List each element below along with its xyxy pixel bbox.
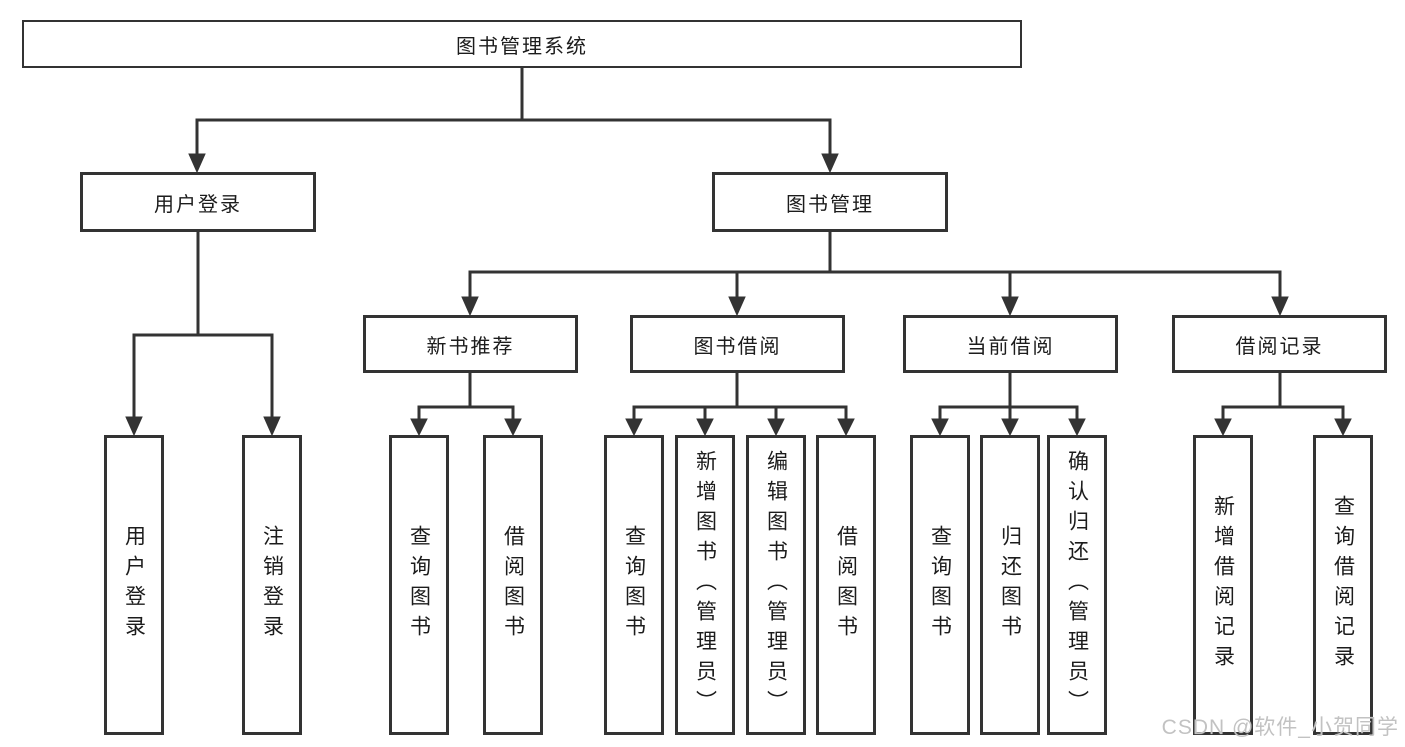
leaf-edit-book-admin: 编辑图书（管理员） <box>746 435 806 735</box>
node-book-borrow: 图书借阅 <box>630 315 845 373</box>
leaf-query-books-borrow: 查询图书 <box>604 435 664 735</box>
node-book-management-label: 图书管理 <box>786 193 874 216</box>
leaf-logout-login-label: 注销登录 <box>260 525 284 645</box>
node-root-label: 图书管理系统 <box>456 35 588 58</box>
leaf-confirm-return-admin-label: 确认归还（管理员） <box>1065 450 1089 720</box>
node-book-management: 图书管理 <box>712 172 948 232</box>
leaf-query-books-current-label: 查询图书 <box>928 525 952 645</box>
leaf-logout-login: 注销登录 <box>242 435 302 735</box>
node-current-borrow: 当前借阅 <box>903 315 1118 373</box>
leaf-query-books-recommend: 查询图书 <box>389 435 449 735</box>
csdn-watermark: CSDN @软件_小贺同学 <box>1161 716 1399 739</box>
node-borrow-records: 借阅记录 <box>1172 315 1387 373</box>
leaf-add-book-admin-label: 新增图书（管理员） <box>693 450 717 720</box>
leaf-query-borrow-record: 查询借阅记录 <box>1313 435 1373 735</box>
node-borrow-records-label: 借阅记录 <box>1235 335 1324 358</box>
leaf-add-book-admin: 新增图书（管理员） <box>675 435 735 735</box>
leaf-borrow-books: 借阅图书 <box>816 435 876 735</box>
leaf-query-books-recommend-label: 查询图书 <box>407 525 431 645</box>
leaf-borrow-books-recommend: 借阅图书 <box>483 435 543 735</box>
node-user-login-label: 用户登录 <box>154 193 242 216</box>
leaf-add-borrow-record: 新增借阅记录 <box>1193 435 1253 735</box>
leaf-add-borrow-record-label: 新增借阅记录 <box>1211 495 1235 675</box>
node-new-book-recommend-label: 新书推荐 <box>426 335 515 358</box>
leaf-return-book-label: 归还图书 <box>998 525 1022 645</box>
leaf-borrow-books-recommend-label: 借阅图书 <box>501 525 525 645</box>
leaf-query-books-borrow-label: 查询图书 <box>622 525 646 645</box>
node-current-borrow-label: 当前借阅 <box>966 335 1055 358</box>
leaf-return-book: 归还图书 <box>980 435 1040 735</box>
leaf-query-borrow-record-label: 查询借阅记录 <box>1331 495 1355 675</box>
node-root: 图书管理系统 <box>22 20 1022 68</box>
node-book-borrow-label: 图书借阅 <box>693 335 782 358</box>
leaf-borrow-books-label: 借阅图书 <box>834 525 858 645</box>
node-user-login: 用户登录 <box>80 172 316 232</box>
leaf-user-login-label: 用户登录 <box>122 525 146 645</box>
leaf-confirm-return-admin: 确认归还（管理员） <box>1047 435 1107 735</box>
leaf-user-login: 用户登录 <box>104 435 164 735</box>
node-new-book-recommend: 新书推荐 <box>363 315 578 373</box>
leaf-edit-book-admin-label: 编辑图书（管理员） <box>764 450 788 720</box>
leaf-query-books-current: 查询图书 <box>910 435 970 735</box>
